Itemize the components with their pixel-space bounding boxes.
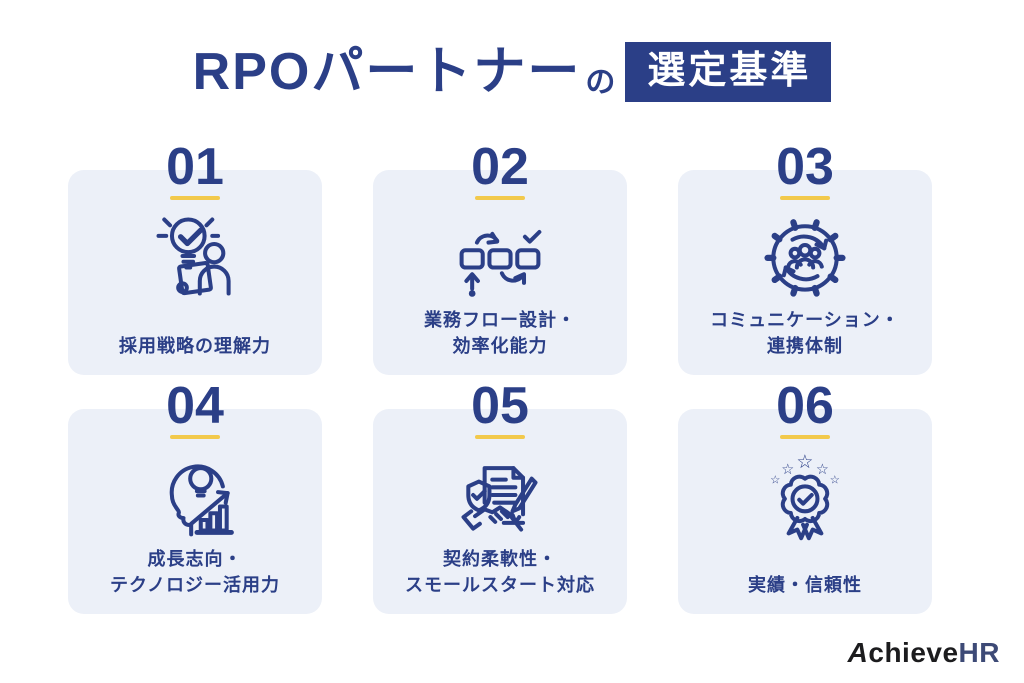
lightbulb-check-person-icon: [147, 206, 243, 306]
number-underline: [170, 195, 220, 200]
contract-handshake-icon: [452, 445, 548, 545]
card-number: 02: [471, 138, 529, 196]
card-number: 01: [166, 138, 224, 196]
card-number-block: 05: [373, 377, 627, 439]
card-number: 05: [471, 377, 529, 435]
number-underline: [780, 195, 830, 200]
criteria-card-03: 03: [678, 141, 932, 375]
logo-text-hr: HR: [958, 637, 1000, 668]
card-number-block: 02: [373, 138, 627, 200]
card-label: 業務フロー設計・ 効率化能力: [424, 309, 576, 356]
card-number: 06: [776, 377, 834, 435]
svg-text:☆: ☆: [796, 452, 813, 473]
criteria-card-06: 06 ☆ ☆ ☆: [678, 380, 932, 614]
logo-text-achieve: Achieve: [847, 637, 959, 668]
page-footer: AchieveHR: [848, 637, 1000, 669]
criteria-card-04: 04: [68, 380, 322, 614]
card-number-block: 04: [68, 377, 322, 439]
criteria-grid: 01: [68, 141, 932, 614]
card-number-block: 01: [68, 138, 322, 200]
svg-text:☆: ☆: [816, 462, 829, 478]
svg-text:☆: ☆: [830, 474, 840, 486]
card-number: 04: [166, 377, 224, 435]
criteria-card-05: 05: [373, 380, 627, 614]
card-label: 採用戦略の理解力: [119, 335, 271, 356]
card-number: 03: [776, 138, 834, 196]
criteria-card-01: 01: [68, 141, 322, 375]
title-badge: 選定基準: [625, 42, 832, 102]
head-idea-growth-icon: [147, 445, 243, 545]
achievehr-logo: AchieveHR: [848, 637, 1000, 669]
card-label: コミュニケーション・ 連携体制: [710, 309, 900, 356]
number-underline: [780, 434, 830, 439]
number-underline: [475, 195, 525, 200]
card-label: 成長志向・ テクノロジー活用力: [110, 548, 280, 595]
card-label: 契約柔軟性・ スモールスタート対応: [405, 548, 595, 595]
card-number-block: 03: [678, 138, 932, 200]
title-particle: の: [585, 66, 616, 99]
page-header: RPOパートナー の 選定基準: [0, 42, 1024, 102]
svg-text:☆: ☆: [781, 462, 794, 478]
workflow-process-icon: [452, 206, 548, 306]
page-title: RPOパートナー: [192, 43, 582, 101]
card-label: 実績・信頼性: [748, 574, 862, 595]
number-underline: [475, 434, 525, 439]
card-number-block: 06: [678, 377, 932, 439]
svg-text:☆: ☆: [770, 474, 780, 486]
award-ribbon-icon: ☆ ☆ ☆ ☆ ☆: [757, 445, 853, 545]
gear-teamwork-icon: [757, 206, 853, 306]
criteria-card-02: 02: [373, 141, 627, 375]
number-underline: [170, 434, 220, 439]
